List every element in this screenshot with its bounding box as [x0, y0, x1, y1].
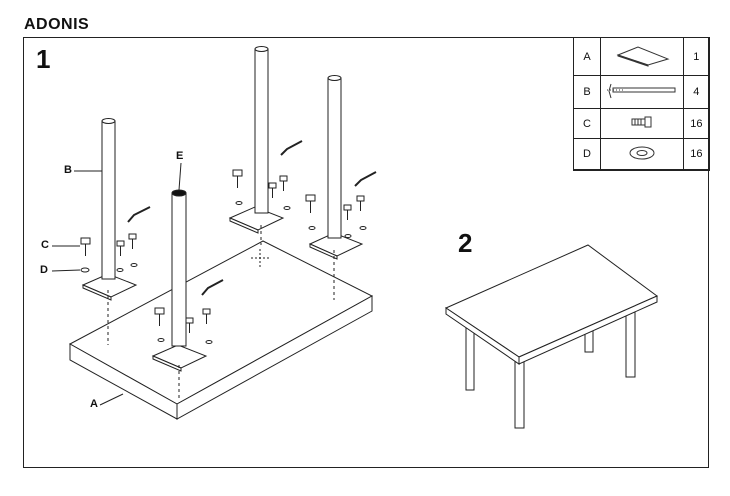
- product-title: ADONIS: [24, 16, 90, 33]
- leg-icon: [600, 75, 684, 110]
- callout-e: E: [176, 150, 184, 162]
- part-letter: C: [572, 108, 602, 140]
- bolt-icon: [600, 108, 684, 140]
- assembled-table: [444, 244, 658, 429]
- part-quantity: 1: [682, 36, 711, 77]
- callout-b: B: [64, 164, 72, 176]
- part-quantity: [682, 168, 711, 172]
- part-letter: A: [572, 36, 602, 77]
- parts-row: C 16: [572, 108, 711, 140]
- parts-row: A 1: [572, 36, 711, 77]
- part-quantity: 4: [682, 75, 711, 110]
- hex-keys: [127, 140, 377, 296]
- part-letter: D: [572, 138, 602, 170]
- part-quantity: 16: [682, 108, 711, 140]
- bolts: [80, 169, 365, 333]
- diagram-frame: [23, 37, 709, 468]
- parts-list-table: A 1 B 4 C 16 D 16: [572, 36, 711, 172]
- parts-row: D 16: [572, 138, 711, 170]
- part-quantity: 16: [682, 138, 711, 170]
- mounting-plates: [81, 206, 364, 372]
- part-letter: [572, 168, 602, 172]
- callout-c: C: [41, 239, 49, 251]
- tabletop-underside: [68, 240, 374, 420]
- step-number-1: 1: [36, 44, 51, 74]
- tabletop-icon: [600, 36, 684, 77]
- table-legs: [101, 46, 342, 347]
- parts-row: B 4: [572, 75, 711, 110]
- alignment-lines: [107, 225, 335, 398]
- callout-a: A: [90, 398, 98, 410]
- step-number-2: 2: [458, 228, 473, 258]
- part-letter: B: [572, 75, 602, 110]
- washers: [80, 201, 367, 344]
- parts-row: [572, 168, 711, 172]
- washer-icon: [600, 138, 684, 170]
- callout-d: D: [40, 264, 48, 276]
- callout-leaders: [51, 162, 182, 406]
- part-image-empty: [600, 168, 684, 172]
